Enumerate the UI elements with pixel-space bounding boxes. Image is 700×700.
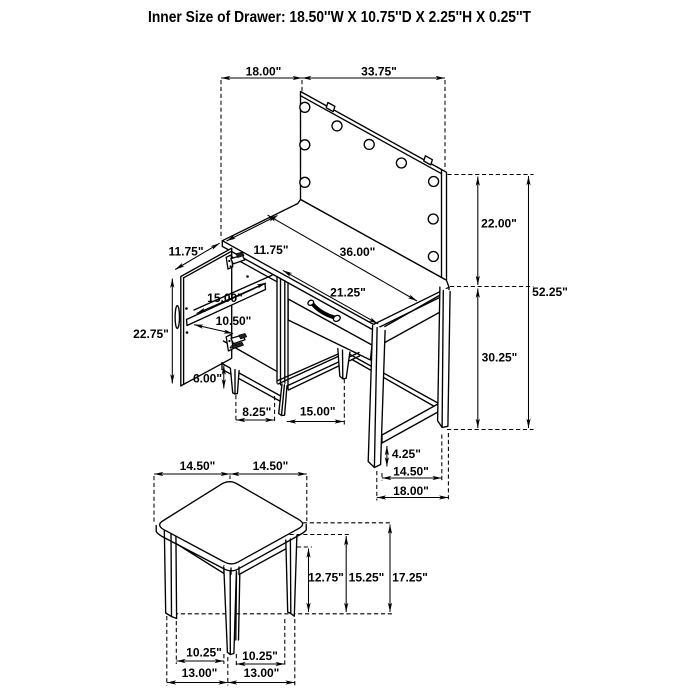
- svg-text:15.00": 15.00": [207, 291, 243, 305]
- svg-text:30.25": 30.25": [482, 351, 518, 365]
- svg-text:14.50": 14.50": [180, 459, 216, 473]
- svg-text:10.50": 10.50": [216, 314, 252, 328]
- svg-text:17.25": 17.25": [392, 571, 428, 585]
- svg-text:33.75": 33.75": [361, 65, 397, 79]
- svg-text:18.00": 18.00": [246, 65, 282, 79]
- svg-text:4.25": 4.25": [392, 447, 421, 461]
- svg-text:52.25": 52.25": [532, 285, 568, 299]
- svg-text:13.00": 13.00": [182, 666, 218, 680]
- svg-text:22.00": 22.00": [481, 217, 517, 231]
- svg-text:10.25": 10.25": [186, 646, 222, 660]
- svg-text:15.00": 15.00": [300, 405, 336, 419]
- svg-text:18.00": 18.00": [393, 484, 429, 498]
- svg-text:13.00": 13.00": [244, 666, 280, 680]
- svg-text:10.25": 10.25": [242, 649, 278, 663]
- svg-text:14.50": 14.50": [253, 459, 289, 473]
- svg-text:22.75": 22.75": [133, 327, 169, 341]
- svg-text:36.00": 36.00": [340, 245, 376, 259]
- svg-text:15.25": 15.25": [349, 571, 385, 585]
- svg-text:21.25": 21.25": [330, 286, 366, 300]
- svg-text:12.75": 12.75": [308, 571, 344, 585]
- svg-text:11.75": 11.75": [168, 245, 203, 259]
- svg-text:8.25": 8.25": [242, 405, 271, 419]
- svg-text:11.75": 11.75": [253, 243, 288, 257]
- svg-text:14.50": 14.50": [393, 465, 429, 479]
- svg-text:6.00": 6.00": [193, 372, 222, 386]
- svg-text:Inner Size of Drawer: 18.50''W: Inner Size of Drawer: 18.50''W X 10.75''…: [148, 9, 531, 26]
